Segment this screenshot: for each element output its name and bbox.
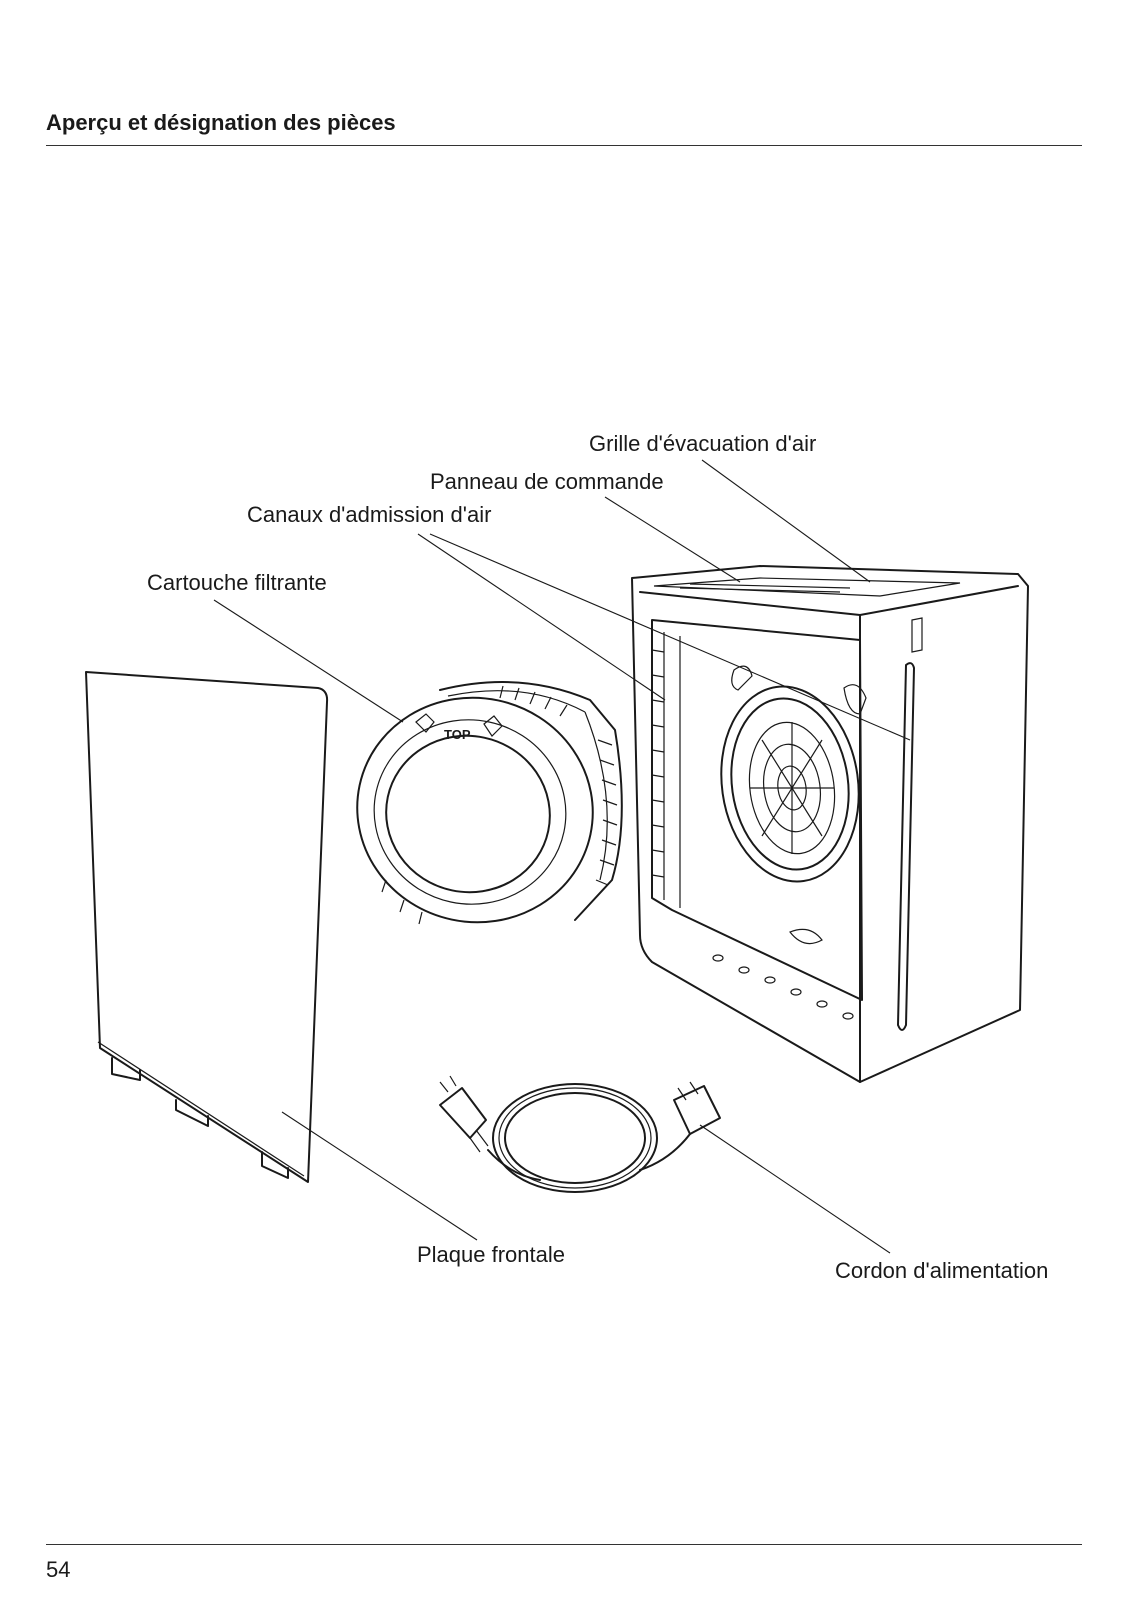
page-number: 54 — [46, 1557, 71, 1582]
label-control-panel: Panneau de commande — [430, 469, 664, 494]
label-air-intakes: Canaux d'admission d'air — [247, 502, 492, 527]
leader-lines — [213, 459, 911, 1254]
power-cord-drawing — [439, 1075, 721, 1193]
section-title: Aperçu et désignation des pièces — [46, 110, 396, 135]
label-exhaust-grille: Grille d'évacuation d'air — [589, 431, 817, 456]
front-plate-drawing — [85, 671, 329, 1183]
label-power-cord: Cordon d'alimentation — [835, 1258, 1049, 1283]
air-purifier-drawing — [631, 565, 1029, 1083]
footer-divider — [46, 1544, 1082, 1545]
filter-top-marking: TOP — [444, 727, 471, 742]
label-front-plate: Plaque frontale — [417, 1242, 565, 1267]
label-filter-cartridge: Cartouche filtrante — [147, 570, 327, 595]
header-divider — [46, 145, 1082, 146]
filter-cartridge-drawing: TOP — [356, 681, 623, 925]
